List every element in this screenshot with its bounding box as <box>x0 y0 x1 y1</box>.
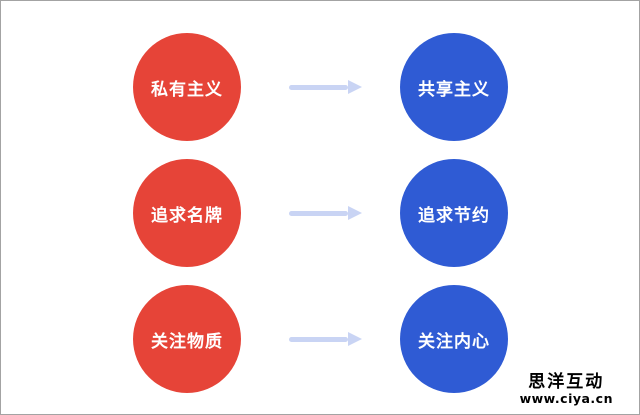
arrow-head <box>348 206 362 220</box>
transformation-row-1: 私有主义 共享主义 <box>1 33 639 141</box>
transformation-row-2: 追求名牌 追求节约 <box>1 159 639 267</box>
after-label-3: 关注内心 <box>418 331 490 352</box>
before-circle-2: 追求名牌 <box>133 159 241 267</box>
arrow-head <box>348 332 362 346</box>
watermark-url: www.ciya.cn <box>519 390 613 406</box>
before-label-2: 追求名牌 <box>151 205 223 226</box>
arrow-shaft <box>289 210 348 216</box>
after-circle-1: 共享主义 <box>400 33 508 141</box>
after-circle-2: 追求节约 <box>400 159 508 267</box>
before-label-1: 私有主义 <box>151 79 223 100</box>
before-circle-1: 私有主义 <box>133 33 241 141</box>
before-circle-3: 关注物质 <box>133 285 241 393</box>
watermark-brand: 思洋互动 <box>528 372 605 393</box>
arrow-head <box>348 80 362 94</box>
watermark: 思洋互动 www.ciya.cn <box>519 372 613 406</box>
after-circle-3: 关注内心 <box>400 285 508 393</box>
before-label-3: 关注物质 <box>151 331 223 352</box>
after-label-2: 追求节约 <box>418 205 490 226</box>
right-arrow-icon <box>289 80 362 94</box>
transformation-row-3: 关注物质 关注内心 <box>1 285 639 393</box>
arrow-shaft <box>289 84 348 90</box>
arrow-shaft <box>289 336 348 342</box>
after-label-1: 共享主义 <box>418 79 490 100</box>
right-arrow-icon <box>289 206 362 220</box>
right-arrow-icon <box>289 332 362 346</box>
